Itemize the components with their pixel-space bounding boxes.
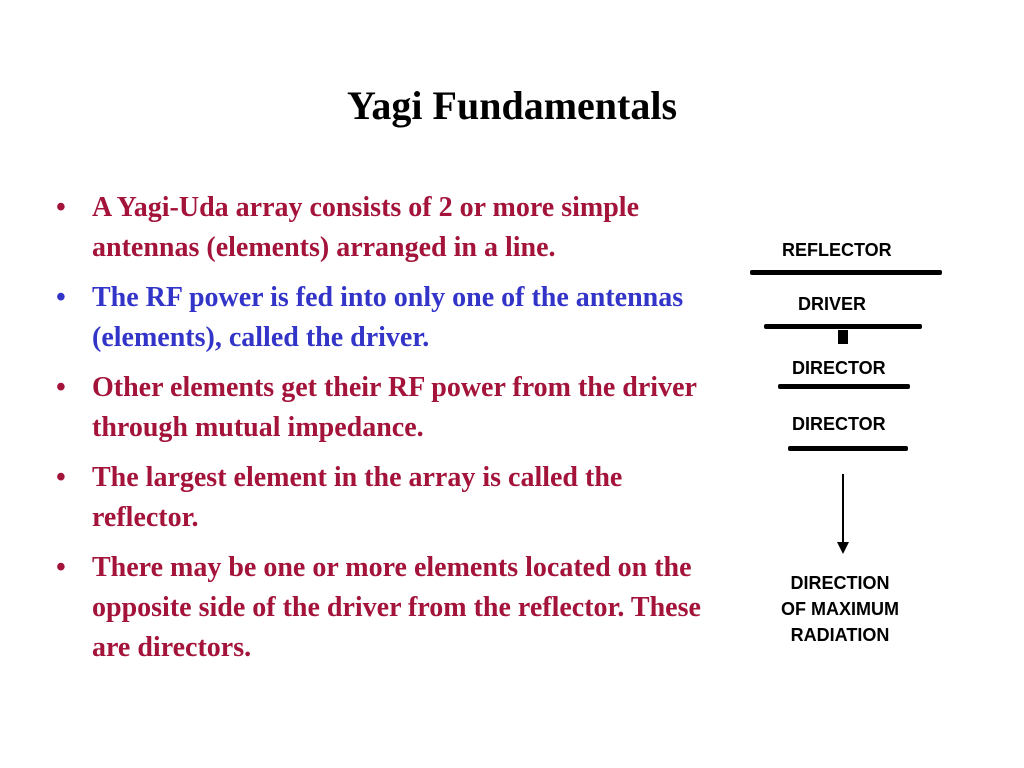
bullet-text: A Yagi-Uda array consists of 2 or more s… [92, 192, 639, 263]
feed-point-icon [838, 330, 848, 344]
arrow-shaft [842, 474, 844, 544]
director-element [788, 446, 908, 451]
direction-line: DIRECTION [790, 573, 890, 593]
bullet-text: The RF power is fed into only one of the… [92, 282, 684, 353]
direction-line: RADIATION [790, 625, 890, 645]
yagi-diagram: REFLECTOR DRIVER DIRECTOR DIRECTOR DIREC… [740, 230, 960, 660]
director-label: DIRECTOR [792, 414, 886, 434]
bullet-dot: • [56, 372, 66, 403]
director-label: DIRECTOR [792, 358, 886, 378]
bullet-text: There may be one or more elements locate… [92, 552, 701, 663]
bullet-dot: • [56, 192, 66, 223]
bullet-item: • The RF power is fed into only one of t… [56, 278, 706, 358]
bullet-item: • The largest element in the array is ca… [56, 458, 706, 538]
bullet-item: • Other elements get their RF power from… [56, 368, 706, 448]
bullet-item: • A Yagi-Uda array consists of 2 or more… [56, 188, 706, 268]
bullet-item: • There may be one or more elements loca… [56, 548, 706, 668]
bullet-dot: • [56, 552, 66, 583]
reflector-label: REFLECTOR [782, 240, 892, 260]
bullet-list: • A Yagi-Uda array consists of 2 or more… [56, 188, 706, 678]
reflector-element [750, 270, 942, 275]
driver-element [764, 324, 922, 329]
arrow-down-icon [837, 542, 849, 554]
bullet-dot: • [56, 462, 66, 493]
bullet-text: Other elements get their RF power from t… [92, 372, 697, 443]
director-element [778, 384, 910, 389]
bullet-dot: • [56, 282, 66, 313]
slide-title: Yagi Fundamentals [346, 83, 678, 128]
driver-label: DRIVER [798, 294, 867, 314]
bullet-text: The largest element in the array is call… [92, 462, 623, 533]
direction-line: OF MAXIMUM [781, 599, 899, 619]
direction-caption: DIRECTION OF MAXIMUM RADIATION [760, 570, 920, 648]
